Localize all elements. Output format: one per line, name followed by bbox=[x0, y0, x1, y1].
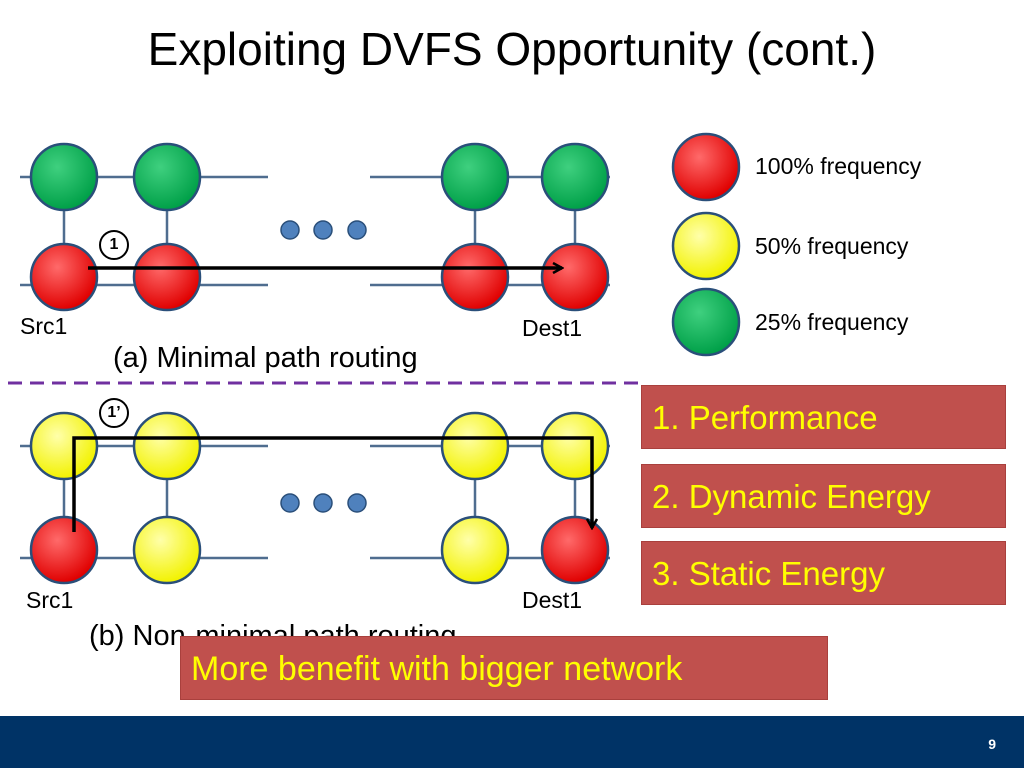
legend-swatch-yellow bbox=[671, 211, 741, 281]
footer-bar: 9 bbox=[0, 716, 1024, 768]
router-node-b-bottom-4-red bbox=[540, 515, 610, 585]
router-node-a-top-2-green bbox=[132, 142, 202, 212]
dest-label-a: Dest1 bbox=[522, 315, 583, 341]
router-node-a-bottom-4-red bbox=[540, 242, 610, 312]
conclusion-box: More benefit with bigger network bbox=[180, 636, 828, 700]
metric-static-energy: 3. Static Energy bbox=[641, 541, 1006, 605]
ellipsis-dot bbox=[280, 493, 300, 513]
router-node-b-bottom-2-yellow bbox=[132, 515, 202, 585]
router-node-b-top-3-yellow bbox=[440, 411, 510, 481]
router-node-b-bottom-1-red bbox=[29, 515, 99, 585]
router-node-a-top-1-green bbox=[29, 142, 99, 212]
router-node-a-bottom-2-red bbox=[132, 242, 202, 312]
ellipsis-dot bbox=[313, 493, 333, 513]
router-node-a-top-3-green bbox=[440, 142, 510, 212]
router-node-b-top-4-yellow bbox=[540, 411, 610, 481]
slide-title: Exploiting DVFS Opportunity (cont.) bbox=[147, 23, 877, 75]
page-number: 9 bbox=[988, 736, 996, 752]
legend-label-50: 50% frequency bbox=[755, 233, 909, 259]
ellipsis-dot bbox=[347, 220, 367, 240]
router-node-b-top-1-yellow bbox=[29, 411, 99, 481]
router-node-b-bottom-3-yellow bbox=[440, 515, 510, 585]
ellipsis-dots bbox=[280, 220, 367, 513]
step-1-marker: 1 bbox=[99, 230, 129, 260]
legend-label-100: 100% frequency bbox=[755, 153, 922, 179]
router-node-a-top-4-green bbox=[540, 142, 610, 212]
src-label-b: Src1 bbox=[26, 587, 74, 613]
router-nodes-b bbox=[29, 411, 610, 585]
router-node-a-bottom-3-red bbox=[440, 242, 510, 312]
router-nodes-a bbox=[29, 142, 610, 312]
legend-swatches bbox=[671, 132, 741, 357]
step-1-prime-marker: 1’ bbox=[99, 398, 129, 428]
metric-dynamic-energy: 2. Dynamic Energy bbox=[641, 464, 1006, 528]
ellipsis-dot bbox=[347, 493, 367, 513]
router-node-b-top-2-yellow bbox=[132, 411, 202, 481]
router-node-a-bottom-1-red bbox=[29, 242, 99, 312]
caption-a: (a) Minimal path routing bbox=[113, 342, 418, 374]
legend-swatch-green bbox=[671, 287, 741, 357]
metric-performance: 1. Performance bbox=[641, 385, 1006, 449]
route-arrow-b bbox=[72, 436, 592, 532]
src-label-a: Src1 bbox=[20, 313, 68, 339]
legend-label-25: 25% frequency bbox=[755, 309, 909, 335]
network-diagram bbox=[8, 132, 741, 585]
legend-swatch-red bbox=[671, 132, 741, 202]
dest-label-b: Dest1 bbox=[522, 587, 583, 613]
ellipsis-dot bbox=[280, 220, 300, 240]
ellipsis-dot bbox=[313, 220, 333, 240]
